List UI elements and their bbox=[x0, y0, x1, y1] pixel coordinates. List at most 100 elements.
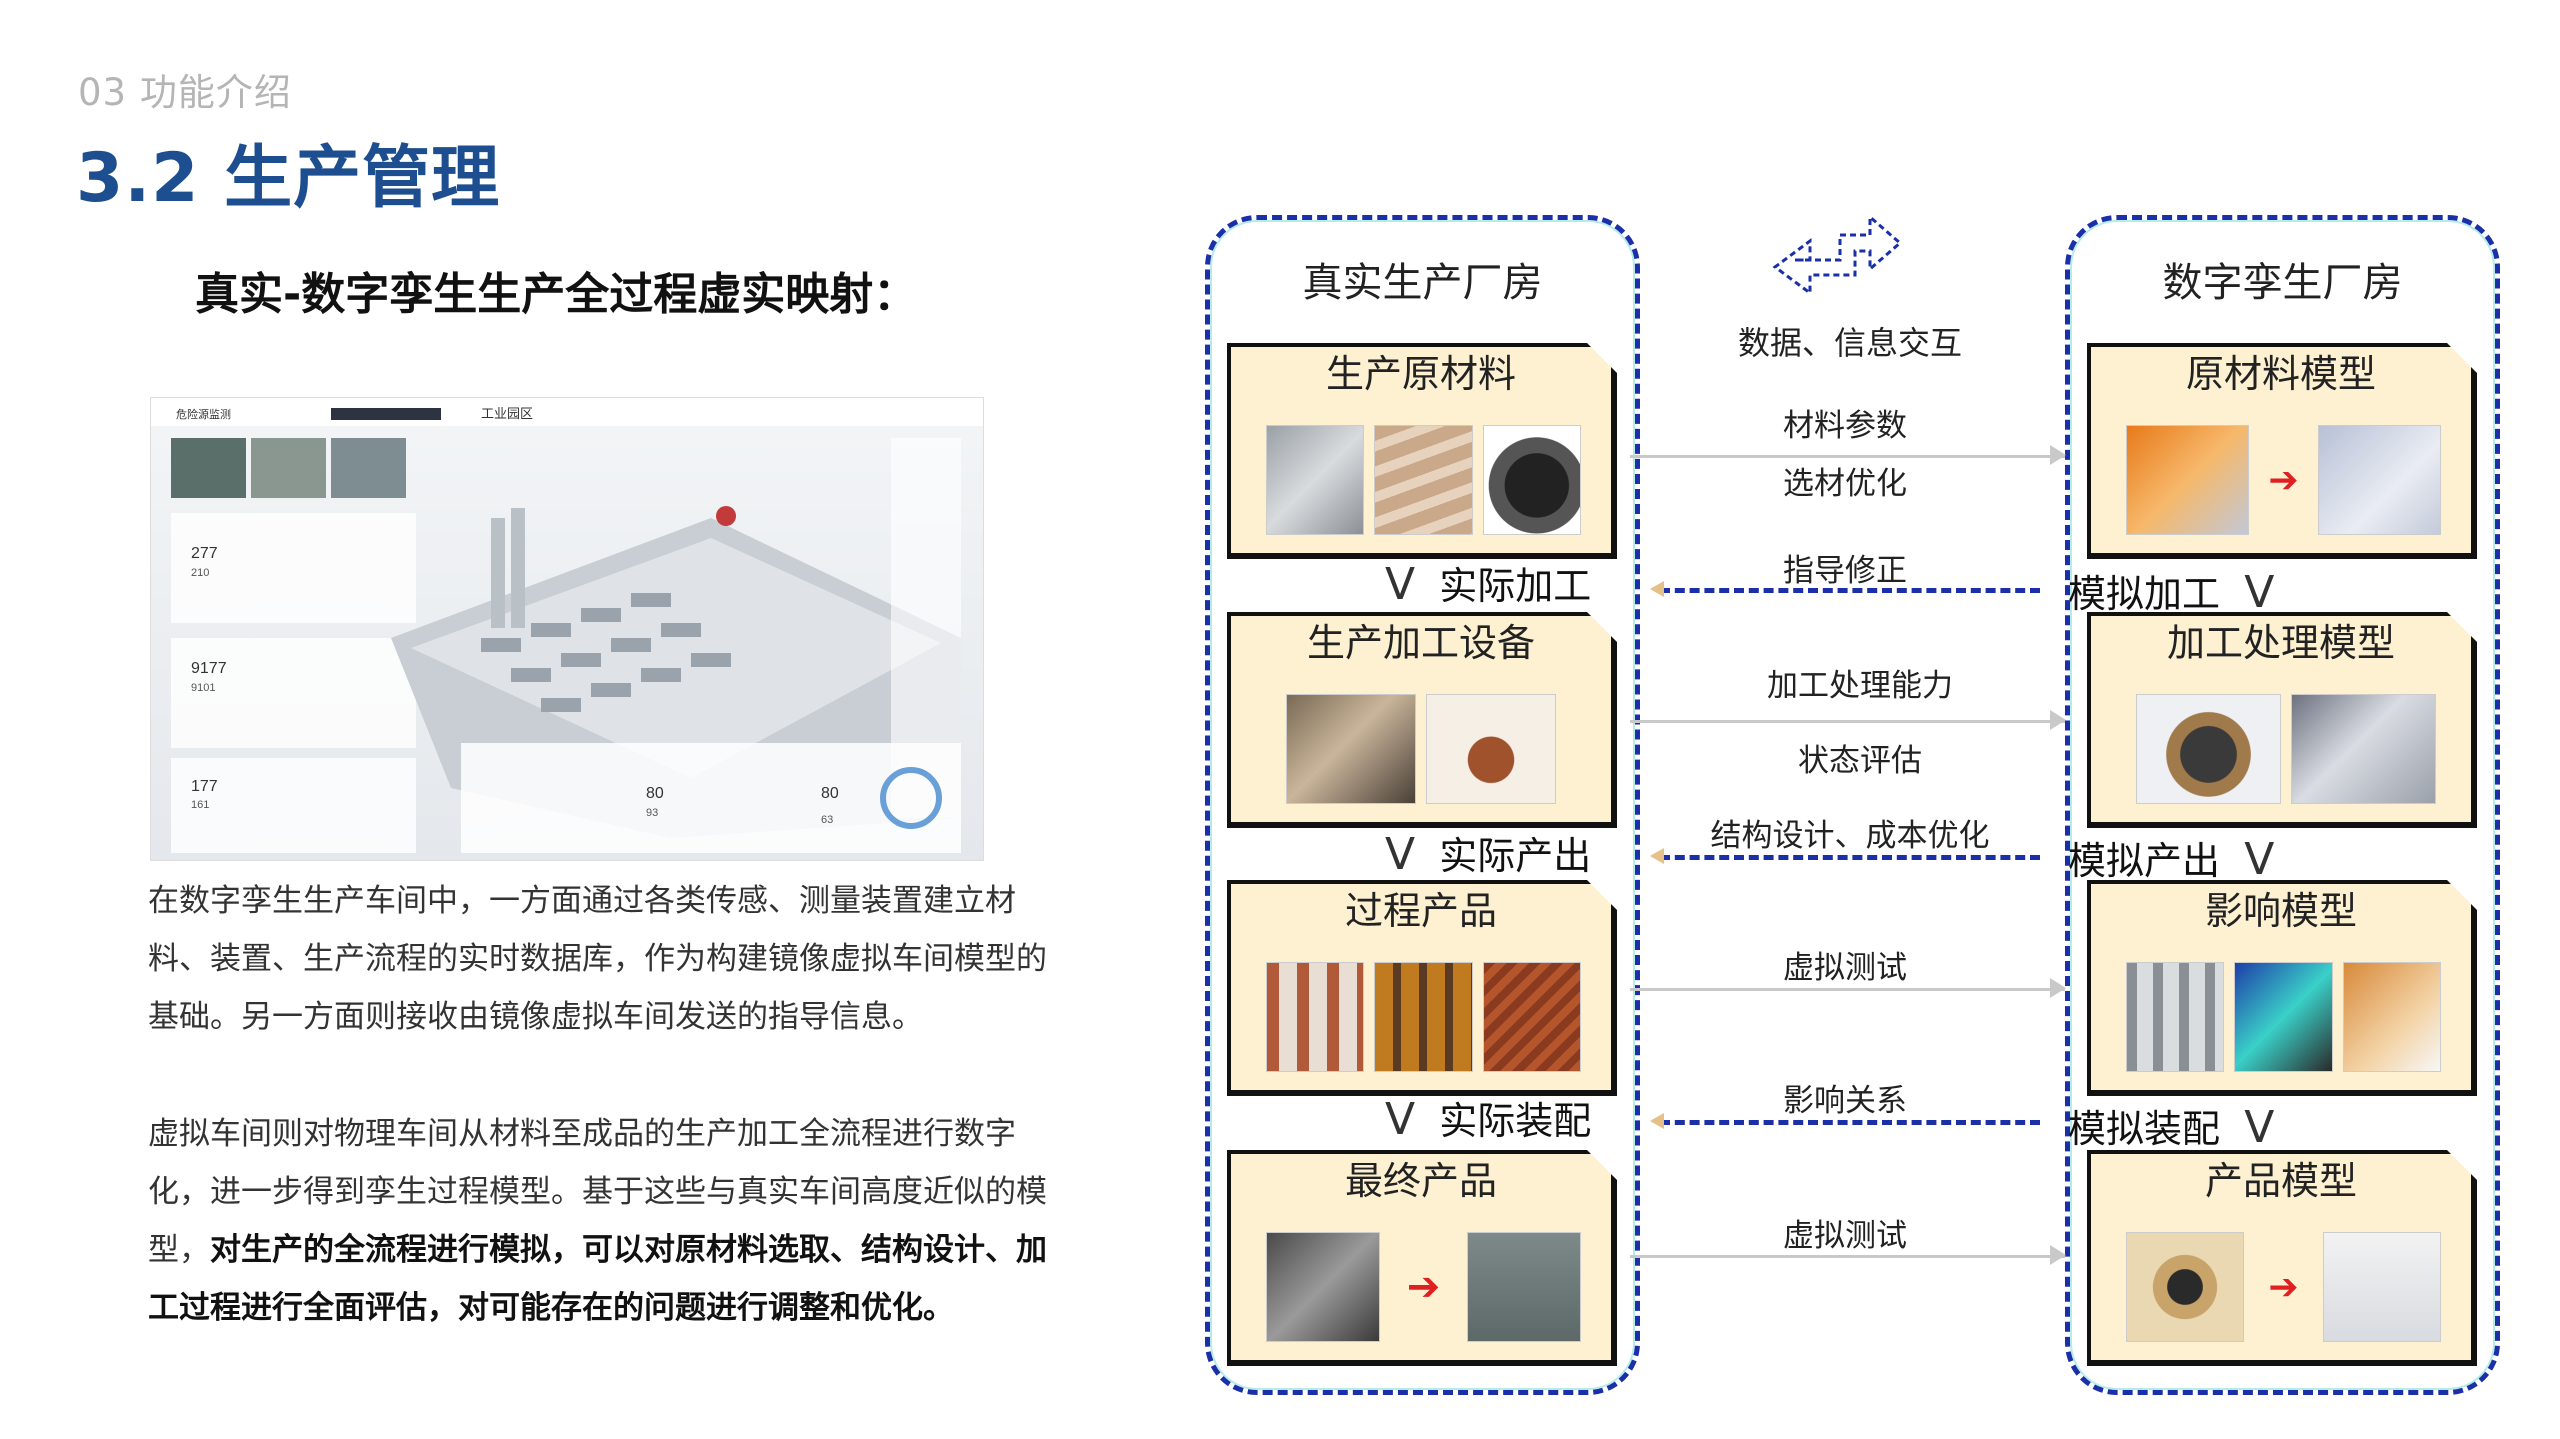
dashboard-title-center: 工业园区 bbox=[481, 406, 533, 421]
process-product-images bbox=[1266, 962, 1581, 1072]
assembly-photo-image bbox=[1266, 1232, 1380, 1342]
coil-assembly-image bbox=[1374, 962, 1472, 1072]
conn-line-5 bbox=[1630, 988, 2065, 991]
step-real-output: V 实际产出 bbox=[1385, 825, 1591, 880]
conn-label-3b: 状态评估 bbox=[1798, 743, 1922, 779]
chevron-down-icon: V bbox=[2244, 1102, 2275, 1153]
stat-6: 161 bbox=[191, 799, 209, 811]
card-impact-model: 影响模型 bbox=[2087, 880, 2477, 1096]
assembly-model-image bbox=[2126, 1232, 2244, 1342]
winding-model-image bbox=[2136, 694, 2281, 804]
product-model-images: ➔ bbox=[2126, 1232, 2441, 1342]
intro-paragraph-2: 虚拟车间则对物理车间从材料至成品的生产加工全流程进行数字化，进一步得到孪生过程模… bbox=[148, 1105, 1068, 1337]
arrow-left-icon bbox=[1650, 1113, 1664, 1129]
virtual-factory-title: 数字孪生厂房 bbox=[2162, 260, 2403, 306]
step-sim-processing: 模拟加工 V bbox=[2068, 563, 2274, 618]
final-product-images: ➔ bbox=[1266, 1232, 1581, 1342]
card-raw-material: 生产原材料 bbox=[1227, 343, 1617, 559]
conn-line-2 bbox=[1660, 588, 2040, 593]
card-raw-material-model-title: 原材料模型 bbox=[2185, 352, 2376, 396]
step-sim-assembly-label: 模拟装配 bbox=[2068, 1107, 2221, 1151]
dashboard-title-left: 危险源监测 bbox=[176, 407, 231, 421]
arrow-right-icon bbox=[2050, 710, 2066, 730]
chevron-down-icon: V bbox=[1385, 1094, 1416, 1145]
transformer-image bbox=[1467, 1232, 1581, 1342]
robot-arm-model-image bbox=[2126, 425, 2249, 535]
conn-label-7: 虚拟测试 bbox=[1783, 1218, 1907, 1254]
arrow-right-icon bbox=[2050, 1245, 2066, 1265]
section-label: 03 功能介绍 bbox=[78, 71, 292, 114]
conn-line-4 bbox=[1660, 855, 2040, 860]
stat-3: 9177 bbox=[191, 660, 227, 677]
conn-label-6: 影响关系 bbox=[1783, 1083, 1907, 1119]
raw-material-model-images: ➔ bbox=[2126, 425, 2441, 535]
virtual-factory-panel: 数字孪生厂房 bbox=[2065, 215, 2500, 1395]
step-real-processing-label: 实际加工 bbox=[1439, 564, 1592, 608]
processing-model-images bbox=[2136, 694, 2436, 804]
arrow-right-icon: ➔ bbox=[2268, 1266, 2299, 1308]
data-exchange-icon bbox=[1772, 213, 1903, 296]
arrow-right-icon: ➔ bbox=[1406, 1264, 1441, 1310]
step-real-assembly-label: 实际装配 bbox=[1439, 1099, 1592, 1143]
metal-rods-image bbox=[1374, 425, 1472, 535]
paragraph-2-normal: 虚拟车间则对物理车间从材料至成品的生产加工全流程进行数字化，进一步得到孪生过程模… bbox=[148, 1116, 1047, 1268]
stat-7: 80 bbox=[646, 785, 664, 802]
step-sim-processing-label: 模拟加工 bbox=[2068, 572, 2221, 616]
card-process-product-title: 过程产品 bbox=[1344, 889, 1497, 933]
stat-2: 210 bbox=[191, 567, 209, 579]
part-model-image bbox=[2343, 962, 2441, 1072]
real-factory-title: 真实生产厂房 bbox=[1302, 260, 1543, 306]
insulation-board-image bbox=[1483, 962, 1581, 1072]
arrow-left-icon bbox=[1650, 848, 1664, 864]
chevron-down-icon: V bbox=[1385, 829, 1416, 880]
paragraph-2-bold: 对生产的全流程进行模拟，可以对原材料选取、结构设计、加工过程进行全面评估，对可能… bbox=[148, 1232, 1047, 1326]
page-title: 3.2 生产管理 bbox=[76, 139, 501, 218]
stat-5: 177 bbox=[191, 778, 218, 795]
card-processing-equipment: 生产加工设备 bbox=[1227, 612, 1617, 828]
conn-label-4: 结构设计、成本优化 bbox=[1710, 818, 1990, 854]
machine-photo-image bbox=[1286, 694, 1416, 804]
stat-9: 80 bbox=[821, 785, 839, 802]
step-real-output-label: 实际产出 bbox=[1439, 834, 1592, 878]
chevron-down-icon: V bbox=[1385, 559, 1416, 610]
transformer-model-image bbox=[2323, 1232, 2441, 1342]
coil-simulation-image bbox=[2234, 962, 2332, 1072]
conn-line-7 bbox=[1630, 1255, 2065, 1258]
raw-material-images bbox=[1266, 425, 1581, 535]
step-real-assembly: V 实际装配 bbox=[1385, 1090, 1591, 1145]
subtitle: 真实-数字孪生生产全过程虚实映射： bbox=[195, 269, 918, 320]
equipment-images bbox=[1286, 694, 1556, 804]
card-product-model: 产品模型 ➔ bbox=[2087, 1150, 2477, 1366]
card-processing-equipment-title: 生产加工设备 bbox=[1306, 621, 1535, 665]
step-sim-output: 模拟产出 V bbox=[2068, 830, 2274, 885]
step-sim-output-label: 模拟产出 bbox=[2068, 839, 2221, 883]
conn-label-1b: 选材优化 bbox=[1783, 466, 1907, 502]
conn-label-5: 虚拟测试 bbox=[1783, 950, 1907, 986]
exchange-label: 数据、信息交互 bbox=[1737, 324, 1962, 362]
stat-10: 63 bbox=[821, 814, 833, 826]
chevron-down-icon: V bbox=[2244, 834, 2275, 885]
card-impact-model-title: 影响模型 bbox=[2204, 889, 2357, 933]
frame-model-image bbox=[2126, 962, 2224, 1072]
conn-label-3a: 加工处理能力 bbox=[1767, 668, 1953, 704]
stat-4: 9101 bbox=[191, 682, 215, 694]
intro-paragraph-1: 在数字孪生生产车间中，一方面通过各类传感、测量装置建立材料、装置、生产流程的实时… bbox=[148, 883, 1047, 1035]
chevron-down-icon: V bbox=[2244, 567, 2275, 618]
arrow-right-icon bbox=[2050, 445, 2066, 465]
card-process-product: 过程产品 bbox=[1227, 880, 1617, 1096]
conn-line-3 bbox=[1630, 720, 2065, 723]
step-sim-assembly: 模拟装配 V bbox=[2068, 1098, 2274, 1153]
factory-dashboard-illustration: 危险源监测 工业园区 277 210 9177 9101 177 161 80 bbox=[151, 398, 983, 853]
step-real-processing: V 实际加工 bbox=[1385, 555, 1591, 610]
card-processing-model: 加工处理模型 bbox=[2087, 612, 2477, 828]
card-final-product-title: 最终产品 bbox=[1344, 1159, 1497, 1203]
winding-machine-image bbox=[1426, 694, 1556, 804]
card-raw-material-model: 原材料模型 ➔ bbox=[2087, 343, 2477, 559]
stat-8: 93 bbox=[646, 807, 658, 819]
dashboard-image: 危险源监测 工业园区 277 210 9177 9101 177 161 80 bbox=[150, 397, 984, 861]
sheet-model-image bbox=[2318, 425, 2441, 535]
card-raw-material-title: 生产原材料 bbox=[1325, 352, 1516, 396]
card-processing-model-title: 加工处理模型 bbox=[2166, 621, 2395, 665]
conn-label-2: 指导修正 bbox=[1783, 553, 1907, 589]
real-factory-panel: 真实生产厂房 bbox=[1205, 215, 1640, 1395]
